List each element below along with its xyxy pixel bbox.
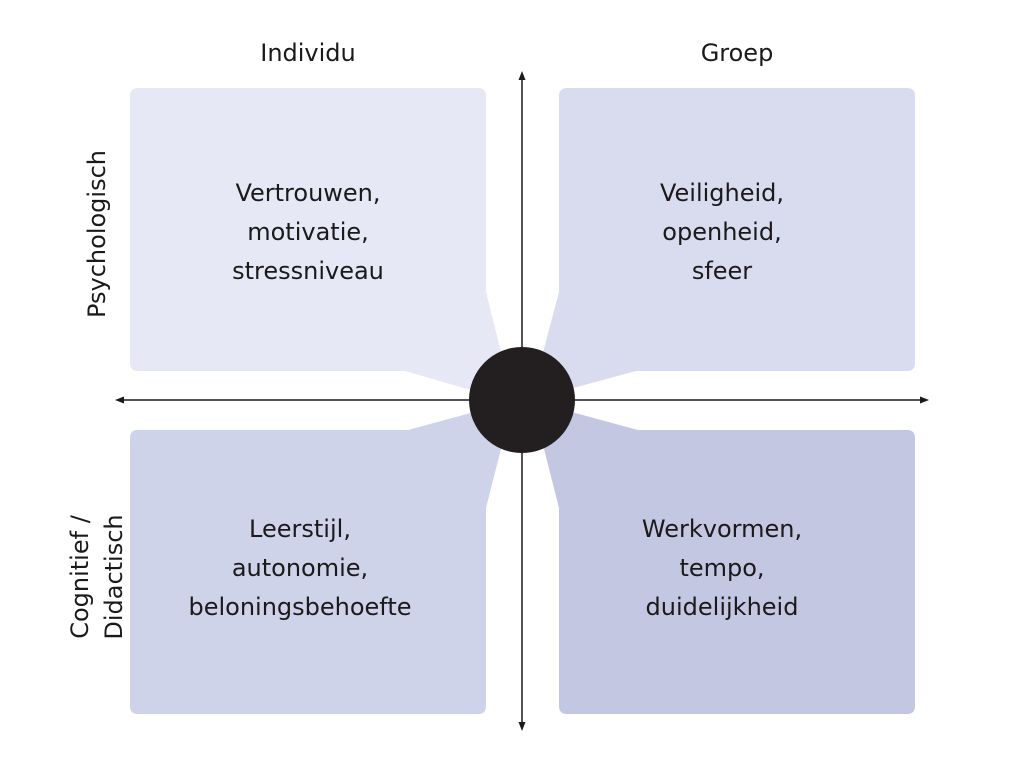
quadrant-text-groep-psychologisch: Veiligheid, openheid, sfeer <box>544 174 900 291</box>
quadrant-text-individu-cognitief: Leerstijl, autonomie, beloningsbehoefte <box>122 510 478 627</box>
quadrant-text-individu-psychologisch: Vertrouwen, motivatie, stressniveau <box>130 174 486 291</box>
quadrant-text-line: duidelijkheid <box>645 593 799 621</box>
quadrant-text-line: Vertrouwen, <box>235 179 381 207</box>
quadrant-text-line: motivatie, <box>247 218 369 246</box>
column-header-individu: Individu <box>260 39 356 67</box>
center-circle <box>469 347 575 453</box>
quadrant-text-line: Veiligheid, <box>659 179 785 207</box>
quadrant-text-line: openheid, <box>662 218 782 246</box>
vertical-axis-arrow-top <box>518 71 526 80</box>
quadrant-text-line: stressniveau <box>232 257 384 285</box>
quadrant-individu-cognitief <box>130 411 502 714</box>
quadrant-individu-psychologisch <box>130 88 502 392</box>
quadrant-text-line: tempo, <box>679 554 765 582</box>
quadrant-text-groep-cognitief: Werkvormen, tempo, duidelijkheid <box>544 510 900 627</box>
row-label-cognitief-didactisch: Cognitief / Didactisch <box>63 427 131 727</box>
vertical-axis-arrow-bottom <box>518 722 526 731</box>
quadrant-text-line: Werkvormen, <box>641 515 803 543</box>
horizontal-axis-arrow-right <box>920 396 929 404</box>
quadrant-text-line: autonomie, <box>231 554 369 582</box>
quadrant-text-line: Leerstijl, <box>249 515 351 543</box>
quadrant-groep-cognitief <box>543 411 915 714</box>
quadrant-text-line: beloningsbehoefte <box>188 593 412 621</box>
horizontal-axis-arrow-left <box>115 396 124 404</box>
row-label-psychologisch: Psychologisch <box>83 150 111 319</box>
quadrant-text-line: sfeer <box>691 257 753 285</box>
quadrant-groep-psychologisch <box>542 88 915 390</box>
row-label-cognitief-line1: Cognitief / <box>66 515 94 639</box>
column-header-groep: Groep <box>700 39 774 67</box>
